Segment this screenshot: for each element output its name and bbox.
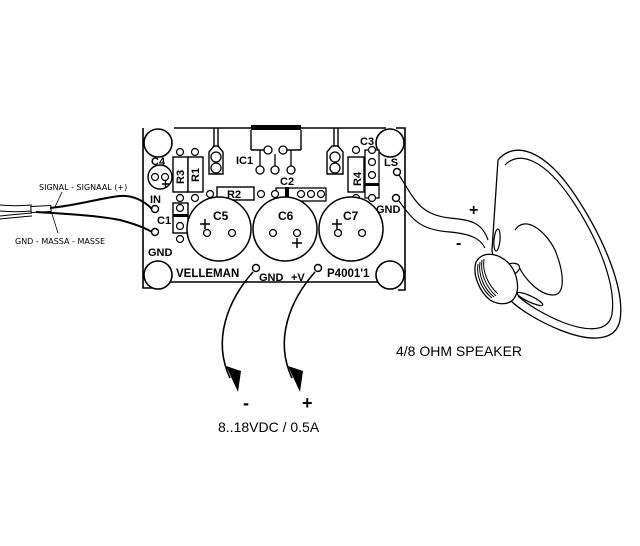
capacitor-c5: C5 [186, 196, 252, 262]
label-c7: C7 [343, 209, 359, 223]
ic1: IC1 [236, 125, 302, 175]
label-c2: C2 [280, 176, 294, 188]
label-ic1: IC1 [236, 155, 253, 167]
pad-in[interactable] [150, 204, 160, 214]
signal-label: SIGNAL - SIGNAAL (+) [39, 183, 127, 192]
label-c3: C3 [360, 136, 374, 148]
speaker-plus-label: + [469, 202, 478, 219]
model-label: P4001'1 [327, 268, 370, 280]
plus-icon [332, 219, 342, 229]
mounting-hole-bottom-right [375, 260, 405, 290]
label-gnd-out: GND [376, 204, 401, 216]
label-in: IN [150, 194, 161, 206]
pad-vplus[interactable] [313, 263, 323, 273]
speaker-wires [398, 174, 489, 249]
label-vplus: +V [291, 272, 305, 284]
speaker-label: 4/8 OHM SPEAKER [396, 343, 522, 359]
capacitor-c7: C7 [318, 196, 384, 262]
signal-wire [49, 194, 153, 210]
label-ls: LS [384, 157, 398, 169]
label-c6: C6 [278, 209, 294, 223]
arrow-head-minus [226, 366, 241, 392]
input-pads: IN GND [148, 194, 173, 259]
transistor-right [326, 128, 344, 175]
mounting-hole-bottom-left [143, 260, 173, 290]
pad-gnd-power[interactable] [251, 263, 261, 273]
power-plus-label: + [302, 393, 313, 413]
pad-gnd-in[interactable] [150, 227, 160, 237]
capacitor-c3: C3 [360, 136, 380, 203]
transistor-left [208, 128, 224, 175]
resistor-r4: R4 [347, 145, 365, 203]
label-r4: R4 [352, 171, 364, 186]
plus-icon [162, 180, 169, 188]
label-c1: C1 [157, 215, 171, 227]
power-wire-plus [283, 271, 316, 379]
plus-icon [292, 238, 302, 248]
input-cable [0, 191, 153, 234]
label-r2: R2 [227, 189, 241, 201]
label-r3: R3 [175, 170, 187, 184]
ground-wire [35, 211, 153, 233]
resistor-r2: R2 [205, 186, 266, 201]
capacitor-c1: C1 [157, 202, 189, 244]
power-wires [221, 271, 316, 392]
label-c4: C4 [151, 156, 166, 168]
pad-ls[interactable] [392, 167, 402, 177]
label-r1: R1 [190, 168, 202, 182]
label-gnd-in: GND [148, 247, 173, 259]
speaker [474, 149, 622, 339]
mounting-hole-top-right [375, 128, 405, 158]
power-minus-label: - [243, 393, 249, 413]
ground-label: GND - MASSA - MASSE [15, 237, 105, 246]
resistors-r3-r1: R3 R1 [172, 147, 204, 203]
mounting-hole-top-left [143, 128, 173, 158]
speaker-minus-label: - [456, 235, 461, 252]
power-spec-label: 8..18VDC / 0.5A [218, 419, 320, 435]
label-gnd-power: GND [259, 272, 284, 284]
brand-label: VELLEMAN [176, 268, 239, 280]
power-wire-minus [221, 271, 254, 379]
label-c5: C5 [213, 209, 229, 223]
pcb-board [142, 127, 406, 291]
output-pads: LS GND [376, 157, 402, 216]
arrow-head-plus [288, 366, 303, 392]
pad-gnd-out[interactable] [391, 193, 401, 203]
capacitor-c6: C6 [252, 196, 318, 262]
capacitor-c4: C4 [147, 156, 173, 190]
plus-icon [200, 219, 210, 229]
